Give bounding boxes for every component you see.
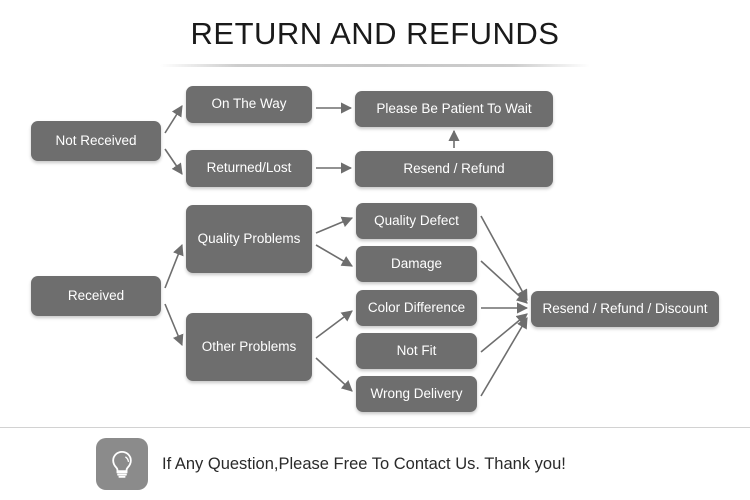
flow-node-returned-lost: Returned/Lost (186, 150, 312, 187)
flow-arrow-wrong-delivery-to-resend-refund-discount (480, 317, 528, 397)
flow-node-label: Quality Defect (374, 212, 459, 228)
flow-node-label: Not Received (55, 132, 137, 148)
flow-node-label: Quality Problems (197, 230, 301, 246)
flow-node-please-be-patient: Please Be Patient To Wait (355, 91, 553, 127)
page-title: RETURN AND REFUNDS (190, 16, 560, 51)
flow-node-color-difference: Color Difference (356, 290, 477, 326)
title-divider (160, 64, 590, 67)
flow-arrow-damage-to-resend-refund-discount (480, 260, 528, 304)
flow-node-quality-defect: Quality Defect (356, 203, 477, 239)
flow-node-label: Please Be Patient To Wait (376, 100, 532, 116)
flow-arrow-not-received-to-returned-lost (164, 148, 183, 175)
flow-arrow-other-problems-to-color-difference (315, 310, 353, 339)
flow-node-not-received: Not Received (31, 121, 161, 161)
flow-node-not-fit: Not Fit (356, 333, 477, 369)
flow-node-resend-refund-discount: Resend / Refund / Discount (531, 291, 719, 327)
footer-message: If Any Question,Please Free To Contact U… (162, 454, 566, 473)
flow-node-received: Received (31, 276, 161, 316)
flow-arrow-quality-defect-to-resend-refund-discount (480, 215, 528, 301)
flow-arrow-other-problems-to-wrong-delivery (315, 357, 353, 392)
flow-node-label: Color Difference (367, 299, 466, 315)
lightbulb-icon (96, 438, 148, 490)
flow-arrow-not-received-to-on-the-way (164, 105, 183, 134)
flow-node-label: Returned/Lost (206, 160, 292, 176)
flow-node-on-the-way: On The Way (186, 86, 312, 123)
flow-node-damage: Damage (356, 246, 477, 282)
flow-node-label: Resend / Refund (403, 160, 505, 176)
flow-node-quality-problems: Quality Problems (186, 205, 312, 273)
flow-node-label: Received (67, 287, 125, 303)
flow-arrow-not-fit-to-resend-refund-discount (480, 313, 528, 353)
flow-arrow-received-to-quality-problems (164, 243, 184, 289)
flow-node-label: Wrong Delivery (370, 385, 463, 401)
flow-arrow-received-to-other-problems (164, 303, 184, 347)
flow-arrow-quality-problems-to-quality-defect (315, 216, 354, 234)
flow-node-label: On The Way (211, 96, 287, 112)
flow-arrow-quality-problems-to-damage (315, 244, 353, 267)
flow-node-resend-refund: Resend / Refund (355, 151, 553, 187)
flow-node-label: Resend / Refund / Discount (542, 300, 708, 316)
footer-note: If Any Question,Please Free To Contact U… (96, 438, 566, 490)
flow-node-wrong-delivery: Wrong Delivery (356, 376, 477, 412)
flow-node-label: Damage (390, 255, 443, 271)
footer-divider (0, 427, 750, 428)
flow-node-label: Other Problems (201, 338, 297, 354)
flow-node-other-problems: Other Problems (186, 313, 312, 381)
flow-node-label: Not Fit (396, 342, 437, 358)
